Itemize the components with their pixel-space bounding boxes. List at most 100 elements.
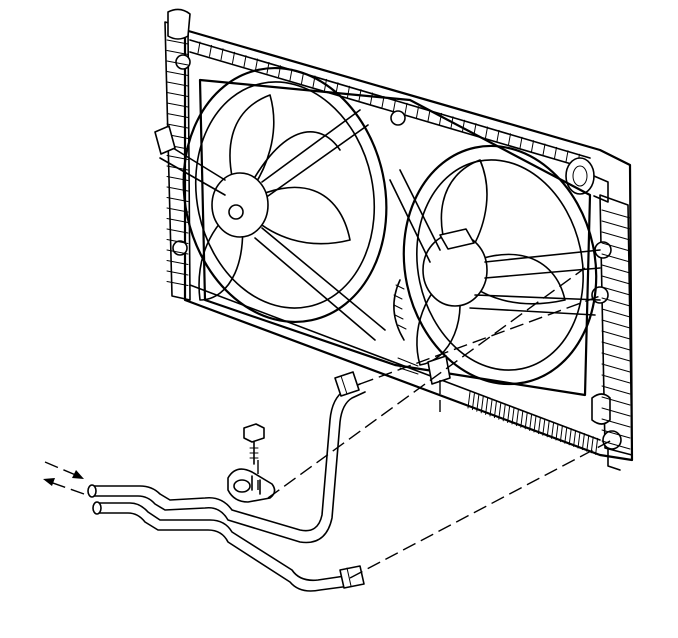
tank-rib bbox=[166, 207, 189, 213]
drain-fitting bbox=[607, 447, 621, 471]
radiator-bottom-rail bbox=[189, 284, 601, 441]
leader-lower-fitting bbox=[349, 439, 613, 579]
radiator-core-outline bbox=[183, 28, 634, 462]
tank-rib bbox=[166, 218, 189, 223]
radiator-fin bbox=[508, 133, 511, 146]
left-cooling-fan bbox=[154, 66, 388, 341]
tank-rib bbox=[166, 228, 189, 234]
radiator-fin bbox=[498, 402, 502, 420]
right-cooling-fan bbox=[389, 144, 601, 386]
mount-bolt-icon bbox=[390, 110, 406, 126]
radiator-fin bbox=[507, 405, 511, 423]
radiator-fin bbox=[485, 397, 489, 415]
radiator-fin bbox=[586, 434, 590, 452]
radiator-fin bbox=[555, 423, 559, 441]
radiator-fin bbox=[551, 421, 555, 439]
radiator-tank-ribs bbox=[166, 39, 631, 450]
tank-rib bbox=[601, 429, 631, 439]
radiator-fin bbox=[255, 58, 258, 71]
radiator-fin bbox=[209, 44, 212, 57]
radiator-fin bbox=[232, 51, 235, 64]
tank-rib bbox=[601, 231, 631, 241]
tank-rib bbox=[601, 407, 631, 417]
left-fan-motor-icon bbox=[211, 172, 269, 238]
tank-rib bbox=[166, 270, 189, 276]
tank-rib bbox=[601, 330, 631, 340]
radiator-fin bbox=[520, 410, 524, 428]
tank-rib bbox=[601, 297, 631, 307]
tank-rib bbox=[601, 341, 631, 351]
tank-rib bbox=[166, 92, 189, 97]
leader-lines bbox=[257, 267, 613, 579]
bracket-detail bbox=[397, 357, 419, 375]
radiator-fin bbox=[515, 409, 519, 427]
cooler-lines bbox=[87, 371, 366, 592]
fan-blade-icon bbox=[198, 204, 244, 301]
radiator-fin bbox=[471, 393, 475, 411]
clip-hole bbox=[233, 479, 251, 493]
right-fan-arm bbox=[469, 294, 601, 316]
radiator-fin bbox=[554, 146, 557, 159]
line-end-icon bbox=[87, 484, 97, 498]
tank-rib bbox=[166, 60, 189, 66]
flow-arrow-out-icon bbox=[43, 478, 85, 495]
leader-upper-fitting bbox=[359, 295, 601, 385]
tank-rib bbox=[601, 363, 631, 373]
cooler-line-lower-inner bbox=[94, 512, 351, 592]
radiator-fin bbox=[568, 428, 572, 446]
tank-rib bbox=[166, 71, 189, 76]
tank-rib bbox=[601, 275, 631, 285]
fan-wiring-harness bbox=[393, 279, 405, 341]
left-fan-ring-inner bbox=[194, 81, 376, 309]
radiator-top-rail-inner bbox=[189, 51, 586, 169]
tank-rib bbox=[601, 385, 631, 395]
left-fan-bracket bbox=[154, 125, 176, 155]
lower-shroud-bracket bbox=[397, 355, 451, 385]
fan-blade-icon bbox=[229, 94, 275, 206]
radiator-fin bbox=[565, 150, 569, 163]
radiator-fin bbox=[467, 391, 471, 409]
line-end-icon bbox=[92, 501, 102, 515]
radiator-fin bbox=[493, 401, 497, 419]
tank-rib bbox=[601, 253, 631, 263]
radiator-fin bbox=[542, 418, 546, 436]
radiator-fin bbox=[404, 102, 408, 115]
left-fan-arm bbox=[254, 227, 386, 341]
radiator-fin bbox=[476, 394, 480, 412]
tank-rib bbox=[166, 281, 189, 286]
radiator-fins bbox=[197, 41, 599, 455]
radiator-fin bbox=[519, 136, 523, 149]
right-fan-arm bbox=[484, 249, 601, 279]
radiator-fin bbox=[577, 431, 581, 449]
radiator-fin bbox=[301, 72, 304, 85]
mount-bolt-icon bbox=[175, 54, 191, 70]
left-fan-arm bbox=[261, 109, 369, 197]
radiator-fin bbox=[462, 119, 465, 132]
cooler-line-upper-inner bbox=[89, 391, 366, 544]
radiator-right-tank bbox=[599, 194, 633, 456]
tank-rib bbox=[166, 239, 189, 244]
tank-rib bbox=[166, 39, 189, 45]
radiator-fin bbox=[502, 404, 506, 422]
lower-hose-neck bbox=[591, 393, 611, 425]
bolt-head bbox=[243, 423, 265, 443]
tank-rib bbox=[601, 308, 631, 318]
fan-blade-icon bbox=[440, 159, 488, 271]
right-fan-ring-icon bbox=[402, 144, 598, 386]
fan-shroud bbox=[198, 78, 592, 397]
radiator-fin bbox=[393, 99, 396, 112]
radiator-fin bbox=[524, 412, 528, 430]
shroud-outline bbox=[198, 78, 592, 397]
radiator-fin bbox=[197, 41, 201, 54]
tank-rib bbox=[601, 374, 631, 384]
flow-arrow-in-icon bbox=[44, 461, 84, 479]
radiator-fin bbox=[546, 420, 550, 438]
fan-blade-icon bbox=[239, 186, 351, 245]
radiator-fin bbox=[220, 48, 224, 61]
shroud-bracket bbox=[427, 355, 451, 385]
upper-hose-neck bbox=[167, 8, 191, 40]
tank-rib bbox=[166, 113, 189, 118]
right-fan-motor-cap bbox=[439, 228, 475, 250]
left-fan-ring-icon bbox=[182, 66, 388, 324]
